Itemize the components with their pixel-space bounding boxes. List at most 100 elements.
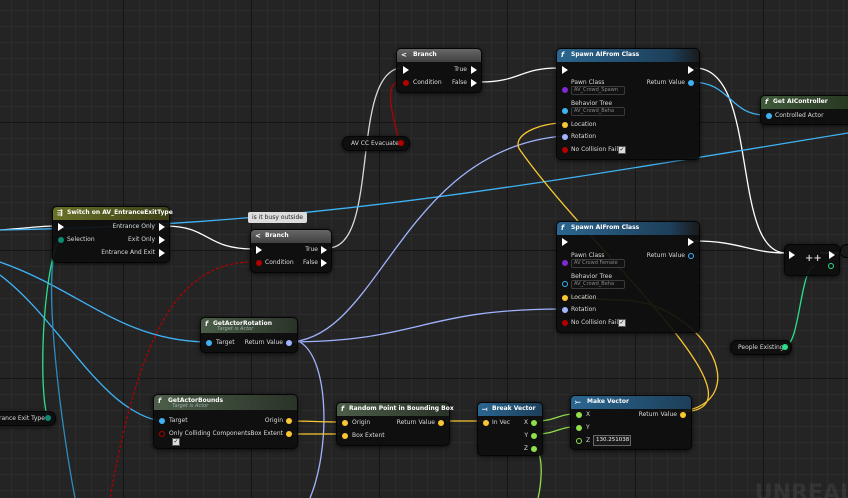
in-vec-label: In Vec <box>492 419 511 426</box>
rotation-pin[interactable] <box>562 134 568 140</box>
get-actor-rotation-node[interactable]: f GetActorRotation Target is Actor Targe… <box>200 317 298 353</box>
pawn-class-dropdown[interactable]: AV Crowd Female <box>571 259 625 268</box>
only-colliding-checkbox[interactable]: ✓ <box>172 438 180 446</box>
node-header: ⤚ Make Vector <box>571 396 691 409</box>
false-exec-pin[interactable] <box>471 79 477 87</box>
false-exec-pin[interactable] <box>321 259 327 267</box>
exec-in-pin[interactable] <box>58 223 64 231</box>
origin-pin[interactable] <box>342 420 348 426</box>
exec-out-pin[interactable] <box>829 251 835 259</box>
no-collision-fail-label: No Collision Fail <box>571 319 619 326</box>
exec-out-pin[interactable] <box>688 66 694 74</box>
bool-wire <box>109 261 254 498</box>
only-colliding-pin[interactable] <box>159 431 165 437</box>
box-extent-label: Box Extent <box>352 432 385 439</box>
variable-label: AV CC Evacuate <box>351 140 399 147</box>
entrance-and-exit-exec-pin[interactable] <box>159 249 165 257</box>
x-in-pin[interactable] <box>576 412 582 418</box>
get-ai-controller-node[interactable]: f Get AIController Controlled Actor <box>760 95 848 125</box>
box-extent-pin[interactable] <box>342 433 348 439</box>
switch-node[interactable]: ⇶ Switch on AV_EntranceExitType Entrance… <box>52 206 173 263</box>
behavior-tree-pin[interactable] <box>562 108 568 114</box>
entrance-only-exec-pin[interactable] <box>159 223 165 231</box>
y-out-pin[interactable] <box>531 433 537 439</box>
variable-entrance-exit-type[interactable]: rance Exit Type <box>0 411 56 426</box>
exec-in-pin[interactable] <box>562 66 568 74</box>
target-pin[interactable] <box>159 418 165 424</box>
no-collision-fail-pin[interactable] <box>562 147 568 153</box>
pawn-class-pin[interactable] <box>562 87 568 93</box>
increment-node[interactable]: ++ <box>784 244 840 276</box>
branch-node[interactable]: < Branch True Condition False <box>396 48 482 93</box>
int-wire <box>42 244 57 419</box>
z-in-pin[interactable] <box>576 438 582 444</box>
variable-av-cc-evacuate[interactable]: AV CC Evacuate <box>342 136 410 151</box>
enum-out-pin[interactable] <box>45 415 51 421</box>
z-value-input[interactable]: 130.251038 <box>593 435 631 446</box>
exec-in-pin[interactable] <box>562 238 568 246</box>
pawn-class-dropdown[interactable]: AV_Crowd_Spawn <box>571 86 625 95</box>
spawn-ai-from-class-node[interactable]: f Spawn AIFrom Class Pawn Class AV Crowd… <box>556 221 700 333</box>
get-actor-bounds-node[interactable]: f GetActorBounds Target is Actor Target … <box>153 394 298 449</box>
return-value-pin[interactable] <box>688 80 694 86</box>
node-header: f Spawn AIFrom Class <box>557 222 699 235</box>
condition-pin[interactable] <box>403 80 409 86</box>
random-point-node[interactable]: f Random Point in Bounding Box Origin Re… <box>336 402 454 446</box>
comment-bubble[interactable]: is it busy outside <box>248 212 307 223</box>
no-collision-fail-checkbox[interactable]: ✓ <box>618 146 626 154</box>
true-exec-pin[interactable] <box>471 66 477 74</box>
location-pin[interactable] <box>562 295 568 301</box>
bool-out-pin[interactable] <box>398 140 404 146</box>
behavior-tree-dropdown[interactable]: AV_Crowd_Beha <box>571 280 625 289</box>
target-pin[interactable] <box>206 340 212 346</box>
condition-pin[interactable] <box>256 260 262 266</box>
node-header: f Get AIController <box>761 96 848 109</box>
box-extent-pin[interactable] <box>286 431 292 437</box>
exec-in-pin[interactable] <box>789 251 795 259</box>
false-label: False <box>451 79 467 86</box>
behavior-tree-pin[interactable] <box>562 281 568 287</box>
in-vec-pin[interactable] <box>483 420 489 426</box>
int-out-pin[interactable] <box>828 263 834 269</box>
variable-people-existing[interactable]: People Existing <box>730 340 792 355</box>
true-exec-pin[interactable] <box>321 246 327 254</box>
exec-wire <box>164 225 254 250</box>
false-label: False <box>302 259 318 266</box>
return-value-pin[interactable] <box>680 412 686 418</box>
no-collision-fail-pin[interactable] <box>562 320 568 326</box>
exec-in-pin[interactable] <box>403 66 409 74</box>
exec-out-pin[interactable] <box>688 238 694 246</box>
node-subtitle: Target is Actor <box>217 326 254 332</box>
no-collision-fail-checkbox[interactable]: ✓ <box>618 319 626 327</box>
int-wire <box>784 265 816 347</box>
exit-only-label: Exit Only <box>127 236 155 243</box>
int-out-pin[interactable] <box>782 344 788 350</box>
y-in-pin[interactable] <box>576 425 582 431</box>
behavior-tree-dropdown[interactable]: AV_Crowd_Beha <box>571 107 625 116</box>
controlled-actor-pin[interactable] <box>766 113 772 119</box>
exec-in-pin[interactable] <box>256 246 262 254</box>
pawn-class-pin[interactable] <box>562 260 568 266</box>
node-title: Spawn AIFrom Class <box>571 51 640 58</box>
reroute-node[interactable] <box>840 244 848 258</box>
origin-pin[interactable] <box>286 418 292 424</box>
selection-pin[interactable] <box>58 237 64 243</box>
node-title: Branch <box>413 51 437 58</box>
x-out-pin[interactable] <box>531 420 537 426</box>
make-vector-node[interactable]: ⤚ Make Vector X Return Value Y Z 130.251… <box>570 395 692 450</box>
node-title: GetActorRotation <box>213 320 272 327</box>
z-out-pin[interactable] <box>531 446 537 452</box>
break-vector-node[interactable]: ⤙ Break Vector In Vec X Y Z <box>477 402 543 456</box>
node-title: Spawn AIFrom Class <box>571 224 640 231</box>
branch-node[interactable]: < Branch True Condition False <box>250 229 332 273</box>
return-value-pin[interactable] <box>688 253 694 259</box>
exit-only-exec-pin[interactable] <box>159 236 165 244</box>
return-value-pin[interactable] <box>438 420 444 426</box>
spawn-ai-from-class-node[interactable]: f Spawn AIFrom Class Pawn Class AV_Crowd… <box>556 48 700 160</box>
function-icon: f <box>205 320 209 328</box>
location-pin[interactable] <box>562 122 568 128</box>
return-value-pin[interactable] <box>286 340 292 346</box>
rotation-pin[interactable] <box>562 307 568 313</box>
node-title: GetActorBounds <box>168 397 224 404</box>
